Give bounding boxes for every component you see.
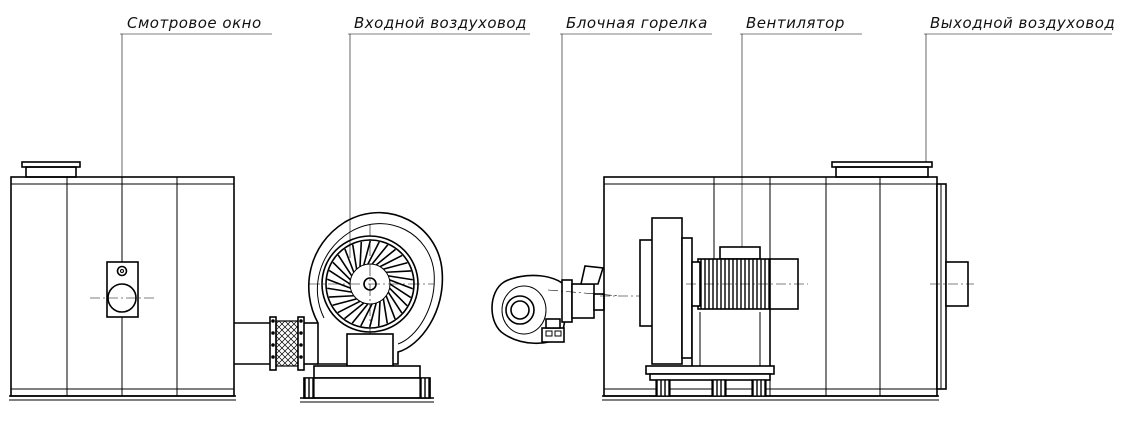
flexible-insert [275,320,299,367]
impeller-blades [326,240,414,328]
label-outlet-duct: Выходной воздуховод [924,14,1115,168]
label-block-burner: Блочная горелка [560,14,712,292]
fan-label: Вентилятор [746,14,845,32]
fan-assembly [639,217,808,397]
inlet-duct-label: Входной воздуховод [354,14,527,32]
block-burner-label: Блочная горелка [566,14,708,32]
block-burner [491,265,621,345]
fan-volute [307,211,444,365]
right-unit [600,161,974,401]
viewing-window-label: Смотровое окно [127,14,262,32]
inlet-fan [300,211,444,403]
label-inlet-duct: Входной воздуховод [348,14,530,258]
connecting-duct [234,316,318,371]
viewing-window [90,261,155,318]
left-unit [9,161,236,401]
burner-housing [491,274,571,345]
label-viewing-window: Смотровое окно [120,14,272,268]
outlet-duct-label: Выходной воздуховод [930,14,1115,32]
